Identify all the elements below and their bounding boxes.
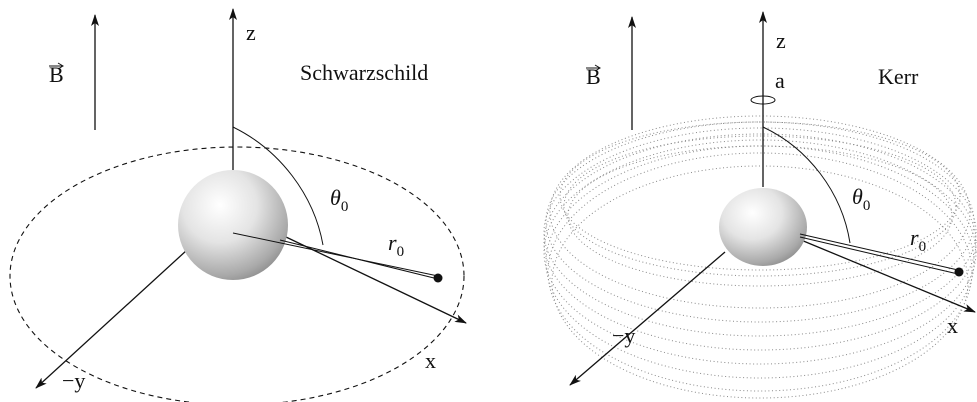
theta-label: θ0 [852, 184, 870, 214]
x-axis [285, 236, 467, 324]
theta-arc [762, 126, 851, 244]
z-axis-label: z [776, 28, 786, 53]
z-axis-label: z [246, 20, 256, 45]
black-hole-sphere [719, 188, 807, 266]
radius-line [799, 233, 959, 271]
y-axis [35, 249, 188, 389]
vector-overline-head [594, 64, 601, 72]
x-axis [800, 239, 976, 313]
orbit-torus [543, 115, 977, 399]
particle-dot [954, 267, 964, 277]
radius-label: r0 [388, 230, 404, 260]
x-axis-label: x [947, 313, 958, 338]
radius-line-inner [279, 239, 439, 280]
radius-line-inner [799, 236, 959, 275]
y-axis [569, 251, 726, 386]
particle-dot [433, 273, 443, 283]
theta-label: θ0 [330, 185, 348, 215]
kerr-panel: B z a Kerr θ0 −y x r0 [543, 11, 977, 399]
schwarzschild-panel: B z Schwarzschild θ0 −y x r0 [9, 8, 467, 402]
spin-rotation-icon [750, 95, 776, 105]
spin-label: a [775, 68, 785, 93]
radius-line [232, 232, 439, 277]
x-axis-label: x [425, 348, 436, 373]
radius-label: r0 [910, 225, 926, 255]
orbit-ellipse [9, 146, 465, 402]
y-axis-label: −y [612, 323, 635, 348]
black-hole-sphere [178, 170, 288, 280]
panel-title: Schwarzschild [300, 60, 428, 85]
theta-arc [232, 126, 324, 246]
y-axis-label: −y [62, 368, 85, 393]
panel-title: Kerr [878, 64, 919, 89]
vector-overline-head [57, 62, 64, 70]
